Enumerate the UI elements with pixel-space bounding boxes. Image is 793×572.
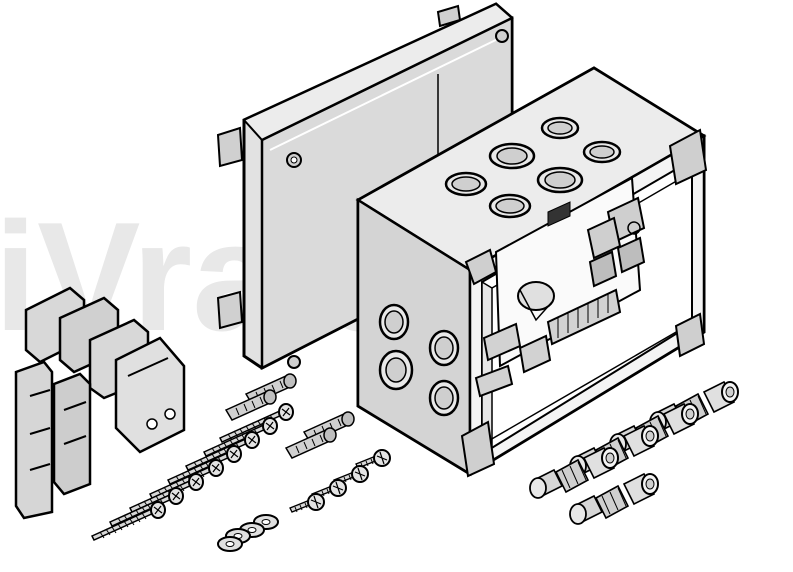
corner-brackets	[460, 128, 708, 478]
control-board	[474, 176, 646, 398]
small-screws	[289, 449, 391, 513]
side-knockout-holes	[378, 303, 460, 417]
washers	[217, 514, 279, 552]
mounting-brackets	[14, 286, 186, 520]
top-knockout-holes	[444, 116, 622, 219]
